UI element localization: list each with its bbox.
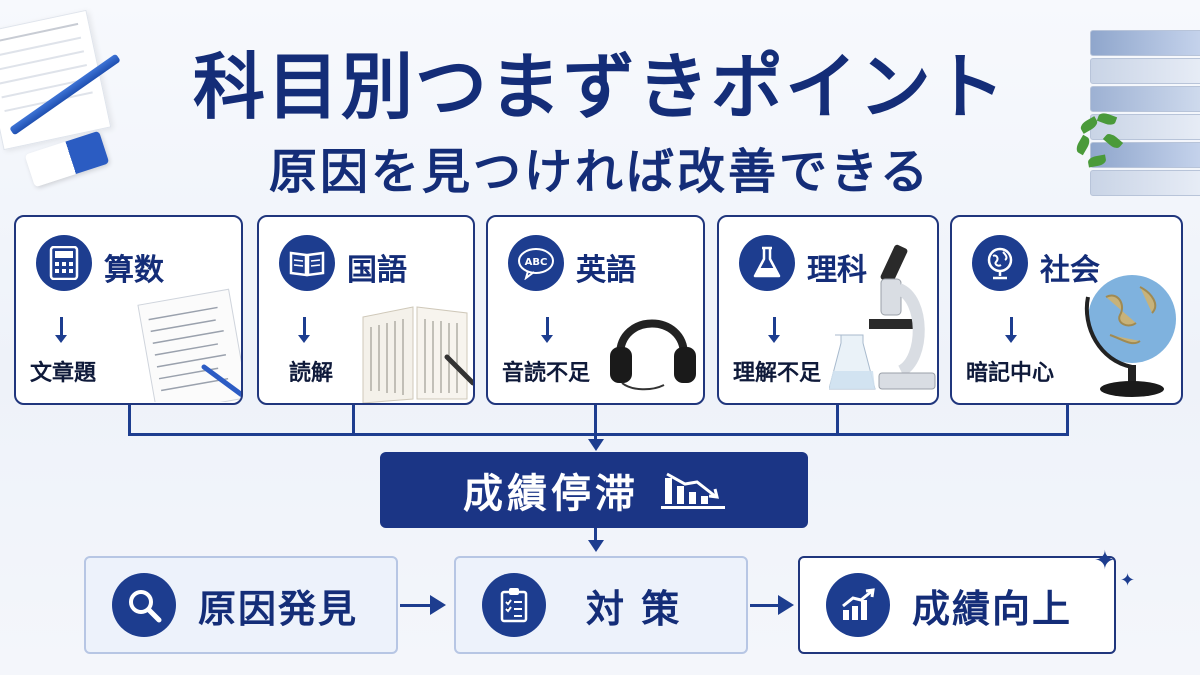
search-icon [112, 573, 176, 637]
headphones-photo [610, 319, 696, 391]
connector-line [400, 604, 432, 607]
subject-name: 国語 [347, 253, 407, 288]
connector-line [128, 433, 1069, 436]
subject-name: 理科 [807, 253, 867, 288]
subject-cause: 音読不足 [502, 361, 591, 386]
arrow-head [588, 540, 604, 552]
step-grade-improvement: 成績向上 [798, 556, 1116, 654]
subject-name: 社会 [1040, 253, 1100, 288]
connector-line [836, 405, 839, 435]
worksheet-photo [137, 288, 241, 402]
connector-line [750, 604, 780, 607]
connector-line [352, 405, 355, 435]
rising-chart-icon [826, 573, 890, 637]
declining-chart-icon [661, 472, 725, 509]
down-arrow [298, 317, 310, 343]
globe-photo [1084, 275, 1176, 397]
down-arrow [1005, 317, 1017, 343]
stagnation-box: 成績停滞 [380, 452, 808, 528]
connector-line [594, 405, 597, 435]
subject-cause: 読解 [289, 361, 334, 386]
subject-cause: 文章題 [30, 361, 97, 386]
down-arrow [768, 317, 780, 343]
open-book-icon [279, 235, 335, 291]
subject-card-japanese: 国語 読解 [257, 215, 475, 405]
step-label: 対 策 [586, 586, 682, 631]
calculator-icon [36, 235, 92, 291]
arrow-head [778, 595, 794, 615]
subject-card-social: 社会 暗記中心 [950, 215, 1183, 405]
sparkle-icon: ✦ [1094, 546, 1116, 576]
subject-card-science: 理科 理解不足 [717, 215, 939, 405]
stagnation-label: 成績停滞 [463, 471, 639, 517]
globe-icon [972, 235, 1028, 291]
step-label: 成績向上 [912, 586, 1073, 631]
books-decoration [1090, 30, 1200, 210]
down-arrow [541, 317, 553, 343]
connector-line [1066, 405, 1069, 435]
microscope-photo [829, 244, 936, 390]
step-find-cause: 原因発見 [84, 556, 398, 654]
subject-name: 英語 [576, 253, 636, 288]
arrow-head [588, 439, 604, 451]
arrow-head [430, 595, 446, 615]
subject-cause: 理解不足 [733, 361, 822, 386]
page-subtitle: 原因を見つければ改善できる [268, 144, 932, 200]
subject-name: 算数 [104, 253, 164, 288]
open-book-photo [362, 306, 473, 403]
subject-cause: 暗記中心 [966, 361, 1055, 386]
down-arrow [55, 317, 67, 343]
step-label: 原因発見 [198, 586, 359, 631]
connector-line [594, 528, 597, 542]
flask-icon [739, 235, 795, 291]
abc-bubble-icon: ABC [508, 235, 564, 291]
page-title: 科目別つまずきポイント [192, 45, 1007, 129]
step-countermeasure: 対 策 [454, 556, 748, 654]
connector-line [594, 433, 597, 441]
sparkle-icon: ✦ [1120, 570, 1136, 591]
subject-card-english: ABC 英語 音読不足 [486, 215, 705, 405]
subject-card-math: 算数 文章題 [14, 215, 243, 405]
connector-line [128, 405, 131, 435]
clipboard-checklist-icon [482, 573, 546, 637]
svg-text:ABC: ABC [525, 257, 548, 268]
